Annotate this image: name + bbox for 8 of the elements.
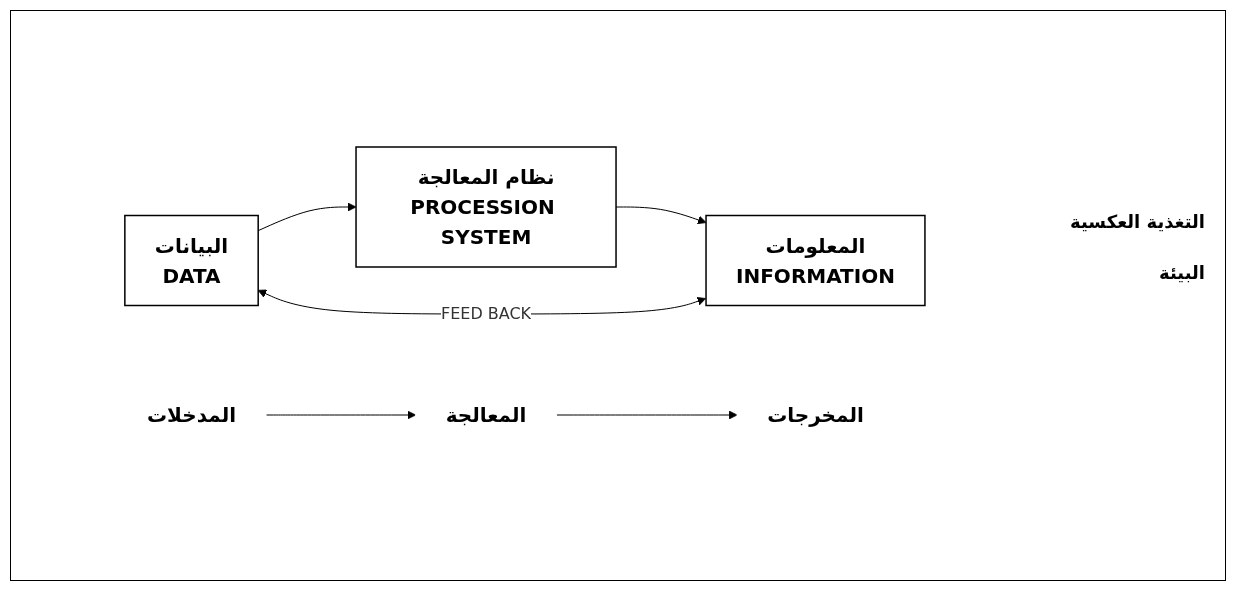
note-text: البيئة: [1159, 262, 1205, 283]
arrow: [265, 410, 417, 420]
arrow: [555, 410, 738, 420]
node-text: المخرجات: [767, 403, 864, 427]
node-text: المعالجة: [445, 403, 527, 427]
edge-label: FEED BACK: [440, 304, 532, 323]
note-text: التغذية العكسية: [1070, 211, 1205, 232]
node-text: المدخلات: [147, 403, 237, 427]
